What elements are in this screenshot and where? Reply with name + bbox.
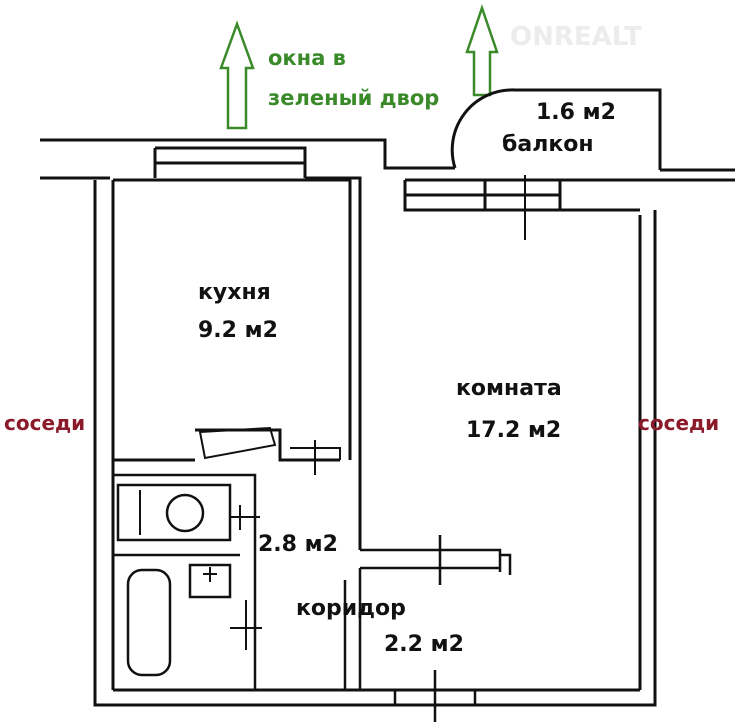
neighbors-left: соседи	[4, 411, 86, 435]
window-note-line1: окна в	[268, 46, 346, 70]
corridor-label: коридор	[296, 596, 406, 621]
room-label: комната	[456, 376, 562, 401]
kitchen-area: 9.2 м2	[198, 318, 278, 343]
kitchen-label: кухня	[198, 280, 271, 305]
room-area: 17.2 м2	[466, 418, 562, 443]
balcony-label: балкон	[502, 132, 594, 157]
neighbors-right: соседи	[638, 411, 720, 435]
watermark-brand: ONREALT	[510, 22, 642, 52]
window-arrow-right	[465, 4, 499, 97]
balcony-area: 1.6 м2	[536, 100, 616, 125]
window-arrow-left	[219, 20, 255, 130]
corridor-area: 2.2 м2	[384, 632, 464, 657]
watermark-logo: ONREALT	[510, 22, 642, 52]
window-note-line2: зеленый двор	[268, 86, 440, 110]
bathroom-area: 2.8 м2	[258, 532, 338, 557]
